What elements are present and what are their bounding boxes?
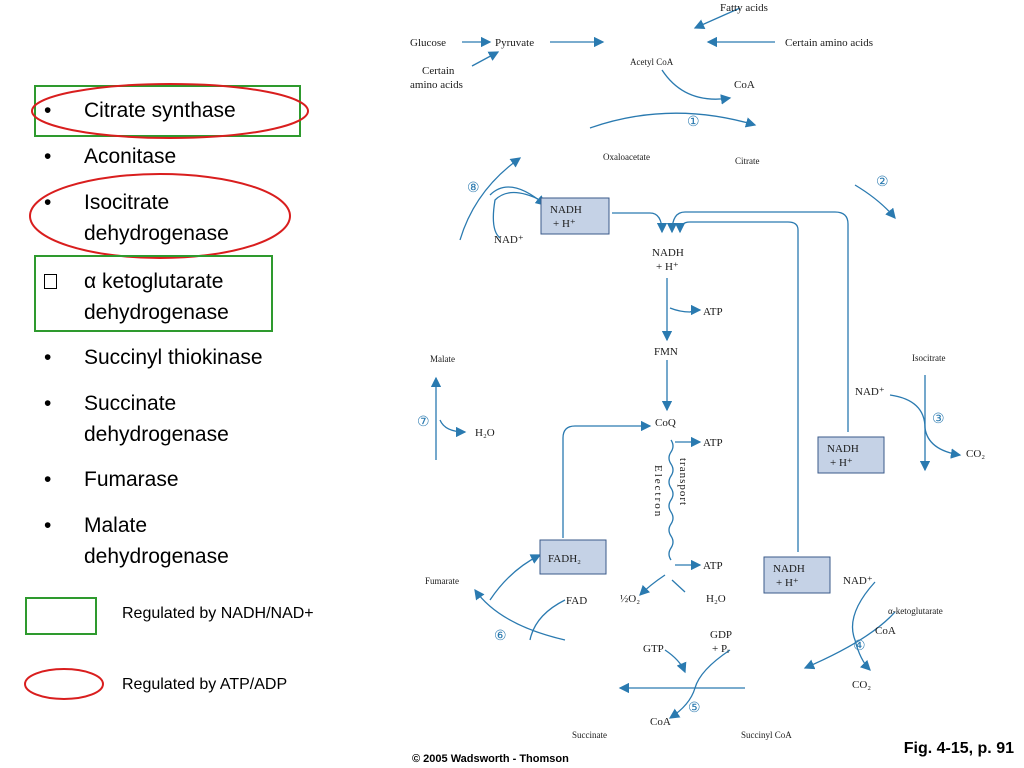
bullet: •	[44, 145, 52, 168]
co2-4-label: CO₂	[852, 679, 871, 691]
step-3: ③	[932, 412, 945, 427]
nadh-center-label: NADH	[652, 247, 684, 259]
enzyme-label-line2: dehydrogenase	[84, 423, 229, 446]
nadh-box-1-label: NADH	[550, 204, 582, 216]
atp-1-label: ATP	[703, 306, 723, 318]
co2-3-label: CO₂	[966, 448, 985, 460]
amino-acids-left-label-2: amino acids	[410, 79, 463, 91]
half-o2-label: ½O₂	[620, 593, 640, 605]
pyruvate-label: Pyruvate	[495, 37, 534, 49]
h2o-center-label: H₂O	[706, 593, 726, 605]
fumarate-label: Fumarate	[425, 576, 459, 586]
enzyme-label: Malate	[84, 514, 148, 537]
pi-label: + Pᵢ	[712, 643, 729, 655]
coq-label: CoQ	[655, 417, 676, 429]
enzyme-label: α ketoglutarate	[84, 270, 224, 293]
coa-4-label: CoA	[875, 625, 896, 637]
nadh-box-3-h: + H⁺	[830, 457, 853, 469]
legend-nadh-label: Regulated by NADH/NAD+	[122, 605, 314, 622]
enzyme-label: Succinyl thiokinase	[84, 346, 263, 369]
gdp-label: GDP	[710, 629, 732, 641]
nadh-center-h: + H⁺	[656, 261, 679, 273]
arrows	[430, 7, 962, 719]
step-8: ⑧	[467, 181, 480, 196]
bullet: •	[44, 468, 52, 491]
enzyme-label: Succinate	[84, 392, 177, 415]
bullet-box-glyph	[44, 267, 64, 297]
nadh-box-4-h: + H⁺	[776, 577, 799, 589]
legend-red-oval	[24, 668, 104, 700]
atp-3-label: ATP	[703, 560, 723, 572]
h2o-7-label: H₂O	[475, 427, 495, 439]
enzyme-label-line2: dehydrogenase	[84, 545, 229, 568]
legend-atp-label: Regulated by ATP/ADP	[122, 676, 288, 693]
nadh-box-4-label: NADH	[773, 563, 805, 575]
krebs-cycle-diagram: Fatty acids Glucose Pyruvate Certain ami…	[410, 2, 985, 740]
coa-5-label: CoA	[650, 716, 671, 728]
nad-8-label: NAD⁺	[494, 234, 524, 246]
step-7: ⑦	[417, 415, 430, 430]
malate-label: Malate	[430, 354, 455, 364]
step-numbers: ① ② ③ ④ ⑤ ⑥ ⑦ ⑧	[417, 115, 945, 716]
bullet: •	[44, 99, 52, 122]
bullet: •	[44, 191, 52, 214]
nad-4-label: NAD⁺	[843, 575, 873, 587]
green-box-citrate-synthase	[34, 85, 301, 137]
fmn-label: FMN	[654, 346, 678, 358]
step-1: ①	[687, 115, 700, 130]
enzyme-label: Isocitrate	[84, 191, 170, 214]
succinyl-coa-label: Succinyl CoA	[741, 730, 792, 740]
red-oval-citrate-synthase	[31, 83, 309, 139]
nadh-box-1-h: + H⁺	[553, 218, 576, 230]
bullet: •	[44, 514, 52, 537]
fatty-acids-label: Fatty acids	[720, 2, 768, 14]
oxaloacetate-label: Oxaloacetate	[603, 152, 650, 162]
electron-vertical-label: Electron	[652, 465, 664, 518]
step-6: ⑥	[494, 629, 507, 644]
amino-acids-right-label: Certain amino acids	[785, 37, 873, 49]
diagram-labels: Fatty acids Glucose Pyruvate Certain ami…	[410, 2, 985, 740]
step-4: ④	[853, 639, 866, 654]
highlight-overlay	[29, 83, 309, 332]
coa-label: CoA	[734, 79, 755, 91]
enzyme-label-line2: dehydrogenase	[84, 222, 229, 245]
step-5: ⑤	[688, 701, 701, 716]
copyright: © 2005 Wadsworth - Thomson	[412, 753, 569, 765]
bullet: •	[44, 392, 52, 415]
figure-reference: Fig. 4-15, p. 91	[903, 740, 1014, 757]
boxes	[539, 197, 885, 594]
fad-label: FAD	[566, 595, 587, 607]
atp-2-label: ATP	[703, 437, 723, 449]
enzyme-label: Citrate synthase	[84, 99, 236, 122]
enzyme-label-line2: dehydrogenase	[84, 301, 229, 324]
acetyl-coa-label: Acetyl CoA	[630, 57, 674, 67]
enzyme-label: Aconitase	[84, 145, 177, 168]
gtp-label: GTP	[643, 643, 664, 655]
red-oval-isocitrate-dh	[29, 173, 291, 259]
nadh-box-3-label: NADH	[827, 443, 859, 455]
enzyme-label: Fumarase	[84, 468, 179, 491]
legend-green-box	[25, 597, 97, 635]
transport-vertical-label: transport	[677, 458, 689, 506]
green-box-akg-dh	[34, 255, 273, 332]
citrate-label: Citrate	[735, 156, 760, 166]
nad-3-label: NAD⁺	[855, 386, 885, 398]
fadh2-box-label: FADH₂	[548, 553, 581, 565]
step-2: ②	[876, 175, 889, 190]
isocitrate-label: Isocitrate	[912, 353, 945, 363]
bullet: •	[44, 346, 52, 369]
glucose-label: Glucose	[410, 37, 446, 49]
akg-label: α-ketoglutarate	[888, 606, 943, 616]
amino-acids-left-label-1: Certain	[422, 65, 455, 77]
succinate-label: Succinate	[572, 730, 607, 740]
